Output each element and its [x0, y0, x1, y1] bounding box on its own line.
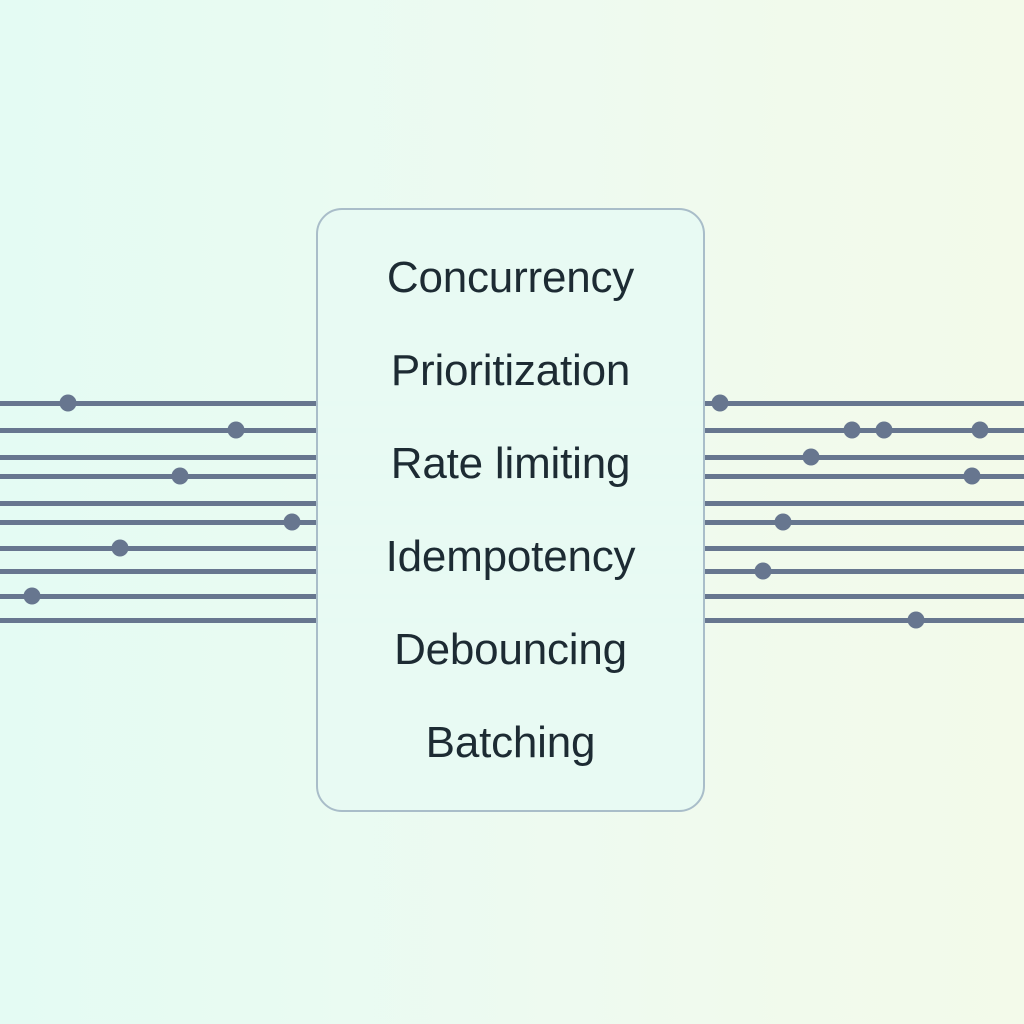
track-node-left[interactable] [111, 539, 129, 557]
track-node-right[interactable] [907, 611, 925, 629]
track-line-right [705, 519, 1024, 525]
track-line-right [705, 500, 1024, 506]
track-line-right [705, 593, 1024, 599]
track-node-left[interactable] [171, 467, 189, 485]
track-node-left[interactable] [227, 421, 245, 439]
track-node-right[interactable] [875, 421, 893, 439]
track-node-left[interactable] [283, 513, 301, 531]
track-line-left [0, 473, 316, 479]
track-line-right [705, 568, 1024, 574]
track-node-right[interactable] [971, 421, 989, 439]
card-item-rate-limiting[interactable]: Rate limiting [390, 438, 631, 488]
track-node-right[interactable] [802, 448, 820, 466]
track-line-right [705, 473, 1024, 479]
card-item-prioritization[interactable]: Prioritization [390, 345, 631, 395]
track-line-right [705, 545, 1024, 551]
concept-card[interactable]: Concurrency Prioritization Rate limiting… [316, 208, 705, 812]
track-line-left [0, 568, 316, 574]
track-line-left [0, 400, 316, 406]
track-line-left [0, 617, 316, 623]
card-item-concurrency[interactable]: Concurrency [386, 252, 635, 302]
track-line-right [705, 617, 1024, 623]
track-line-left [0, 427, 316, 433]
track-node-left[interactable] [59, 394, 77, 412]
track-line-left [0, 500, 316, 506]
track-line-left [0, 519, 316, 525]
track-line-left [0, 593, 316, 599]
card-item-debouncing[interactable]: Debouncing [394, 624, 627, 674]
track-line-right [705, 427, 1024, 433]
track-line-left [0, 454, 316, 460]
track-node-right[interactable] [963, 467, 981, 485]
card-item-idempotency[interactable]: Idempotency [385, 531, 636, 581]
track-line-left [0, 545, 316, 551]
track-line-right [705, 454, 1024, 460]
track-node-right[interactable] [774, 513, 792, 531]
track-node-right[interactable] [843, 421, 861, 439]
track-node-right[interactable] [711, 394, 729, 412]
track-node-left[interactable] [23, 587, 41, 605]
track-node-right[interactable] [754, 562, 772, 580]
card-item-batching[interactable]: Batching [425, 717, 596, 767]
track-line-right [705, 400, 1024, 406]
